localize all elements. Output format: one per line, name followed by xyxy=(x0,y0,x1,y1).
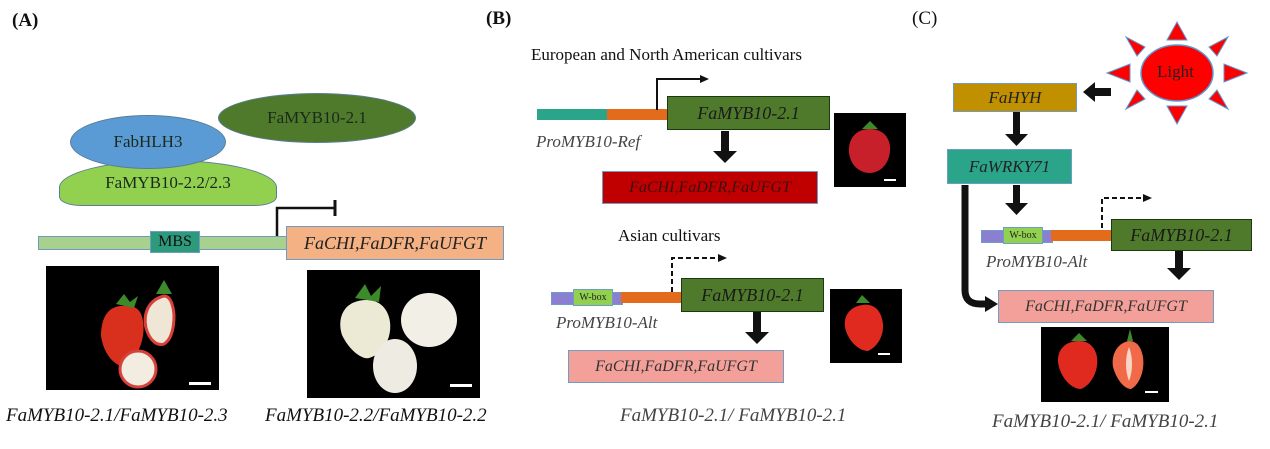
fahyh-box: FaHYH xyxy=(953,83,1077,112)
strawberry-illustration xyxy=(340,284,457,393)
wrky-arrow-head xyxy=(1005,203,1028,215)
panel-label-a: (A) xyxy=(12,10,39,31)
down-arrow-eu-head xyxy=(713,151,737,163)
scale-bar xyxy=(878,353,890,355)
panel-label-b: (B) xyxy=(486,8,512,29)
eu-famyb10-box: FaMYB10-2.1 xyxy=(667,96,830,130)
genotype-label-c: FaMYB10-2.1/ FaMYB10-2.1 xyxy=(992,411,1219,432)
tss-arrowhead-asian xyxy=(718,254,727,262)
asian-cultivars-title: Asian cultivars xyxy=(618,226,721,245)
genotype-label-b: FaMYB10-2.1/ FaMYB10-2.1 xyxy=(620,405,847,426)
light-arrow-head xyxy=(1083,82,1095,102)
strawberry-illustration xyxy=(844,295,884,351)
mbs-motif: MBS xyxy=(150,231,200,253)
strawberry-illustration xyxy=(1057,329,1144,389)
strawberry-illustration xyxy=(101,280,176,389)
down-arrow-asian-shaft xyxy=(753,312,761,332)
asian-wbox: W-box xyxy=(573,289,613,306)
sun-rays xyxy=(1105,20,1249,126)
scale-bar xyxy=(1145,391,1158,393)
panel-label-c: (C) xyxy=(912,8,938,29)
asian-target-genes-box: FaCHI,FaDFR,FaUFGT xyxy=(568,350,784,383)
c-promoter-label: ProMYB10-Alt xyxy=(986,252,1088,271)
tss-arrowhead-c xyxy=(1143,194,1152,202)
down-arrow-asian-head xyxy=(745,332,769,344)
hyh-arrow-shaft xyxy=(1013,112,1020,136)
wrky-target-arrowhead xyxy=(985,296,998,312)
light-label: Light xyxy=(1157,62,1194,81)
photo-white-strawberry-cut xyxy=(307,270,480,398)
c-famyb10-box: FaMYB10-2.1 xyxy=(1111,219,1252,251)
c-wbox: W-box xyxy=(1003,227,1043,244)
asian-promoter-label: ProMYB10-Alt xyxy=(556,313,658,332)
photo-c-strawberry-cut xyxy=(1041,327,1169,402)
asian-famyb10-box: FaMYB10-2.1 xyxy=(681,278,824,312)
wrky-target-arrow xyxy=(961,185,987,308)
tss-arrowhead-eu xyxy=(700,75,709,83)
scale-bar xyxy=(884,179,896,181)
myb-arrow-c-shaft xyxy=(1175,249,1183,269)
c-target-genes-box: FaCHI,FaDFR,FaUFGT xyxy=(998,290,1214,323)
genotype-label-right: FaMYB10-2.2/FaMYB10-2.2 xyxy=(265,405,487,426)
photo-asian-strawberry xyxy=(830,289,902,363)
photo-red-strawberry-cut xyxy=(46,266,219,390)
protein-famyb10-2-1: FaMYB10-2.1 xyxy=(218,93,416,143)
tss-arrow-c xyxy=(1101,197,1143,228)
photo-eu-strawberry xyxy=(834,113,906,187)
protein-fabhlh3: FabHLH3 xyxy=(70,115,226,169)
hyh-arrow-head xyxy=(1005,134,1028,146)
tss-arrow-eu xyxy=(656,78,700,110)
repression-arrow xyxy=(275,206,334,236)
down-arrow-eu-shaft xyxy=(721,131,729,151)
eu-cultivars-title: European and North American cultivars xyxy=(531,45,802,64)
sun-core xyxy=(1140,44,1214,102)
light-arrow-shaft xyxy=(1095,88,1111,96)
scale-bar xyxy=(450,384,472,387)
wrky-arrow-shaft xyxy=(1013,185,1020,205)
target-genes-box-a: FaCHI,FaDFR,FaUFGT xyxy=(286,226,504,260)
eu-promoter-orange xyxy=(607,109,669,120)
eu-promoter-teal xyxy=(537,109,607,120)
fawrky71-box: FaWRKY71 xyxy=(947,149,1072,184)
eu-target-genes-box: FaCHI,FaDFR,FaUFGT xyxy=(602,171,818,204)
eu-promoter-label: ProMYB10-Ref xyxy=(536,132,641,151)
c-promoter-orange xyxy=(1051,230,1113,241)
scale-bar xyxy=(189,382,211,385)
asian-promoter-orange xyxy=(621,292,683,303)
genotype-label-left: FaMYB10-2.1/FaMYB10-2.3 xyxy=(6,405,228,426)
tss-arrow-asian xyxy=(671,257,718,292)
myb-arrow-c-head xyxy=(1167,268,1191,280)
strawberry-illustration xyxy=(848,121,891,173)
